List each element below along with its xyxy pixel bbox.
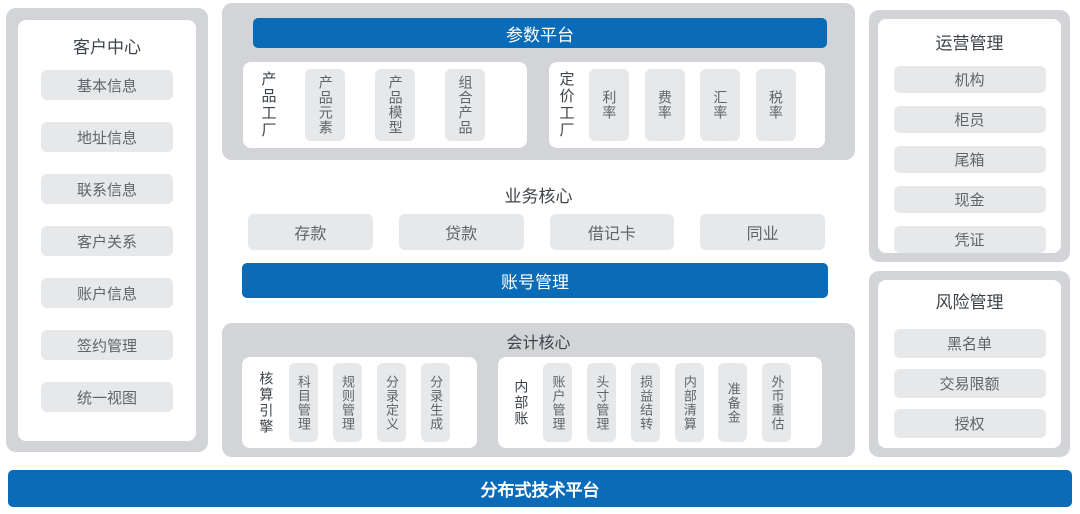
customer-center-panel: 客户中心 基本信息地址信息联系信息客户关系账户信息签约管理统一视图 <box>6 8 208 452</box>
accounting-core-panel: 会计核心 核算引擎 科目管理规则管理分录定义分录生成 内部账 账户管理头寸管理损… <box>222 323 855 457</box>
product-factory-item: 产品元素 <box>305 69 346 141</box>
customer-center-item: 联系信息 <box>41 174 173 204</box>
customer-center-item: 签约管理 <box>41 330 173 360</box>
business-core-item: 存款 <box>248 214 373 250</box>
business-core-item: 同业 <box>700 214 825 250</box>
pricing-factory-item: 税率 <box>755 69 796 141</box>
risk-management-item: 黑名单 <box>893 329 1046 358</box>
param-platform-panel: 参数平台 产品工厂 产品元素产品模型组合产品 定价工厂 利率费率汇率税率 <box>222 3 855 160</box>
pricing-factory-label: 定价工厂 <box>557 71 575 139</box>
accounting-core-title: 会计核心 <box>506 335 571 352</box>
product-factory-group: 产品工厂 产品元素产品模型组合产品 <box>243 62 527 148</box>
accounting-engine-label: 核算引擎 <box>258 370 275 435</box>
customer-center-item: 账户信息 <box>41 278 173 308</box>
business-core-title: 业务核心 <box>504 187 573 206</box>
account-management-bar: 账号管理 <box>242 263 828 298</box>
risk-management-item: 交易限额 <box>893 369 1046 398</box>
risk-management-item: 授权 <box>893 409 1046 438</box>
internal-account-label: 内部账 <box>513 378 530 427</box>
internal-account-item: 外币重估 <box>762 363 792 442</box>
accounting-engine-item: 分录生成 <box>420 363 450 442</box>
pricing-factory-item: 利率 <box>589 69 629 141</box>
accounting-engine-items: 科目管理规则管理分录定义分录生成 <box>273 357 465 448</box>
risk-management-items: 黑名单交易限额授权 <box>878 329 1061 438</box>
customer-center-item: 基本信息 <box>41 70 173 100</box>
internal-account-items: 账户管理头寸管理损益结转内部清算准备金外币重估 <box>528 357 806 448</box>
operations-management-card: 运营管理 机构柜员尾箱现金凭证 <box>878 19 1061 253</box>
accounting-engine-item: 分录定义 <box>376 363 406 442</box>
customer-center-item: 地址信息 <box>41 122 173 152</box>
accounting-engine-item: 规则管理 <box>332 363 362 442</box>
operations-management-title: 运营管理 <box>935 34 1004 53</box>
pricing-factory-item: 汇率 <box>700 69 740 141</box>
pricing-factory-group: 定价工厂 利率费率汇率税率 <box>549 62 825 148</box>
operations-management-panel: 运营管理 机构柜员尾箱现金凭证 <box>869 10 1070 262</box>
internal-account-item: 账户管理 <box>543 363 573 442</box>
customer-center-title: 客户中心 <box>73 38 141 57</box>
operations-management-item: 尾箱 <box>893 146 1046 173</box>
business-core-item: 贷款 <box>398 214 524 250</box>
tech-platform-bar: 分布式技术平台 <box>8 470 1072 507</box>
product-factory-items: 产品元素产品模型组合产品 <box>276 62 516 148</box>
risk-management-panel: 风险管理 黑名单交易限额授权 <box>869 271 1070 457</box>
product-factory-label: 产品工厂 <box>259 71 277 139</box>
internal-account-item: 准备金 <box>718 363 748 442</box>
risk-management-title: 风险管理 <box>935 293 1004 312</box>
customer-center-items: 基本信息地址信息联系信息客户关系账户信息签约管理统一视图 <box>18 70 196 412</box>
internal-account-group: 内部账 账户管理头寸管理损益结转内部清算准备金外币重估 <box>498 357 822 448</box>
product-factory-item: 产品模型 <box>375 69 416 141</box>
internal-account-item: 头寸管理 <box>586 363 616 442</box>
pricing-factory-item: 费率 <box>644 69 685 141</box>
accounting-engine-item: 科目管理 <box>288 363 318 442</box>
risk-management-card: 风险管理 黑名单交易限额授权 <box>878 280 1061 448</box>
business-core-item: 借记卡 <box>549 214 675 250</box>
customer-center-card: 客户中心 基本信息地址信息联系信息客户关系账户信息签约管理统一视图 <box>18 20 196 441</box>
accounting-engine-group: 核算引擎 科目管理规则管理分录定义分录生成 <box>242 357 477 448</box>
operations-management-items: 机构柜员尾箱现金凭证 <box>878 66 1061 253</box>
param-platform-header: 参数平台 <box>253 18 827 48</box>
internal-account-item: 内部清算 <box>674 363 704 442</box>
product-factory-item: 组合产品 <box>445 69 486 141</box>
business-core-items: 存款贷款借记卡同业 <box>248 214 825 250</box>
pricing-factory-items: 利率费率汇率税率 <box>574 62 812 148</box>
internal-account-item: 损益结转 <box>630 363 660 442</box>
customer-center-item: 统一视图 <box>41 382 173 412</box>
operations-management-item: 柜员 <box>893 106 1046 133</box>
customer-center-item: 客户关系 <box>41 226 173 256</box>
operations-management-item: 机构 <box>893 66 1046 93</box>
operations-management-item: 现金 <box>893 186 1046 213</box>
operations-management-item: 凭证 <box>893 226 1046 253</box>
